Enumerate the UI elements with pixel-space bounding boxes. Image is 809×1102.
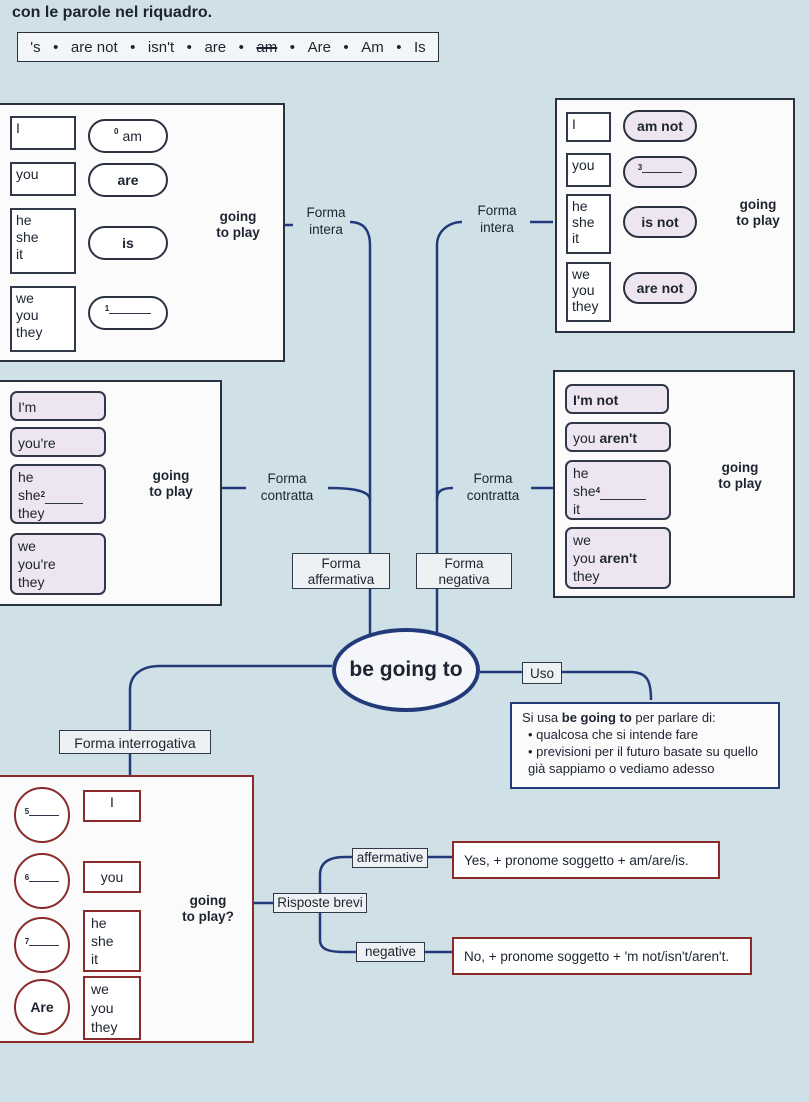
label-risposte-brevi: Risposte brevi [273, 893, 367, 913]
word-separator: • [238, 38, 244, 56]
pill-blank-6[interactable]: 6 [14, 853, 70, 909]
item-im-not: I'm not [565, 384, 669, 414]
word-are: are [204, 38, 227, 56]
word-Am: Am [361, 38, 384, 56]
pill-is: is [88, 226, 168, 260]
pill-am-not: am not [623, 110, 697, 142]
label-uso: Uso [522, 662, 562, 684]
pill-blank-3[interactable]: 3 [623, 156, 697, 188]
uso-bullet-1: • qualcosa che si intende fare [528, 727, 699, 742]
pill-blank-7[interactable]: 7 [14, 917, 70, 973]
subject-box-i: I [10, 116, 76, 150]
page-title: con le parole nel riquadro. [12, 4, 213, 21]
answer-yes: Yes, + pronome soggetto + am/are/is. [452, 841, 720, 879]
uso-box: Si usa be going to per parlare di: • qua… [510, 702, 780, 789]
word-separator: • [343, 38, 349, 56]
answer-no: No, + pronome soggetto + 'm not/isn't/ar… [452, 937, 752, 975]
subject-box-i: I [83, 790, 141, 822]
word-separator: • [130, 38, 136, 56]
subject-box-i: I [566, 112, 611, 142]
label-negative: negative [356, 942, 425, 962]
item-he-she-they: he she2 they [10, 464, 106, 524]
label-affermative: affermative [352, 848, 428, 868]
word-Are: Are [307, 38, 331, 56]
subject-box-you: you [566, 153, 611, 187]
pill-are-not: are not [623, 272, 697, 304]
word-separator: • [53, 38, 59, 56]
uso-bullet-2: • previsioni per il futuro basate su que… [528, 744, 759, 776]
subject-box-you: you [10, 162, 76, 196]
word-separator: • [396, 38, 402, 56]
label-forma-interrogativa: Forma interrogativa [59, 730, 211, 754]
uso-intro: Si usa be going to per parlare di: [522, 710, 716, 725]
word-am-crossed: am [256, 38, 278, 56]
word-separator: • [289, 38, 296, 56]
word-s: 's [30, 38, 41, 56]
item-im: I'm [10, 391, 106, 421]
center-node-be-going-to: be going to [332, 628, 480, 712]
subject-box-you: you [83, 861, 141, 893]
pill-blank-1[interactable]: 1 [88, 296, 168, 330]
pill-are: are [88, 163, 168, 197]
item-he-she-it: he she4 it [565, 460, 671, 520]
pill-is-not: is not [623, 206, 697, 238]
word-Is: Is [414, 38, 426, 56]
item-you-arent: you aren't [565, 422, 671, 452]
word-isnt: isn't [147, 38, 175, 56]
item-we-you-arent-they: we you aren't they [565, 527, 671, 589]
item-youre: you're [10, 427, 106, 457]
word-separator: • [186, 38, 192, 56]
pill-are: Are [14, 979, 70, 1035]
word-are-not: are not [70, 38, 118, 56]
panel-negative-contracted: I'm not you aren't he she4 it we you are… [553, 370, 795, 598]
pill-blank-5[interactable]: 5 [14, 787, 70, 843]
word-bank: 's • are not • isn't • are • am • Are • … [17, 32, 439, 62]
